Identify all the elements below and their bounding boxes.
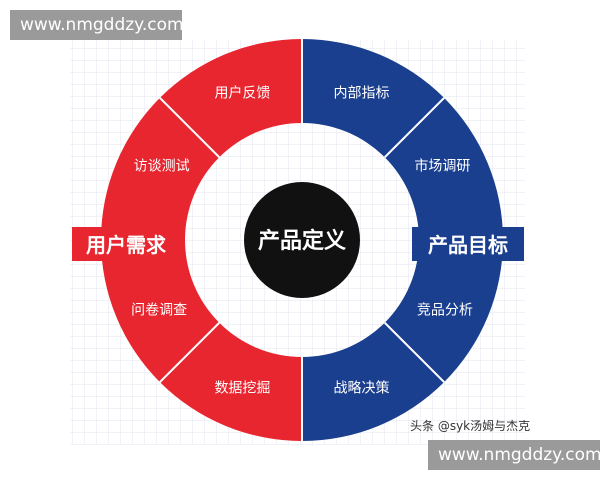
left-ring-half [101,39,302,441]
divider-line [384,322,445,383]
watermark-bottom: www.nmgddzy.com [428,440,600,470]
right-segment-label: 战略决策 [334,379,390,396]
left-segment-label: 用户反馈 [214,85,270,102]
right-segment-label: 竞品分析 [417,302,473,319]
divider-line [159,322,220,383]
right-segment-label: 内部指标 [334,86,390,102]
left-banner-label: 用户需求 [86,233,167,257]
left-segment-label: 数据挖掘 [214,380,270,396]
left-banner [72,227,182,261]
left-segment-label: 访谈测试 [134,158,190,174]
segment-dividers [159,39,445,441]
watermark-top: www.nmgddzy.com [10,10,184,40]
divider-line [159,97,220,158]
left-segment-label: 问卷调查 [131,303,187,319]
right-banner [412,227,524,261]
right-banner-label: 产品目标 [428,233,508,257]
center-circle [244,182,360,298]
credit-text: 头条 @syk汤姆与杰克 [410,419,530,433]
right-ring-half [302,39,503,441]
right-segment-label: 市场调研 [414,157,470,174]
divider-line [384,97,445,158]
center-label: 产品定义 [258,228,346,254]
